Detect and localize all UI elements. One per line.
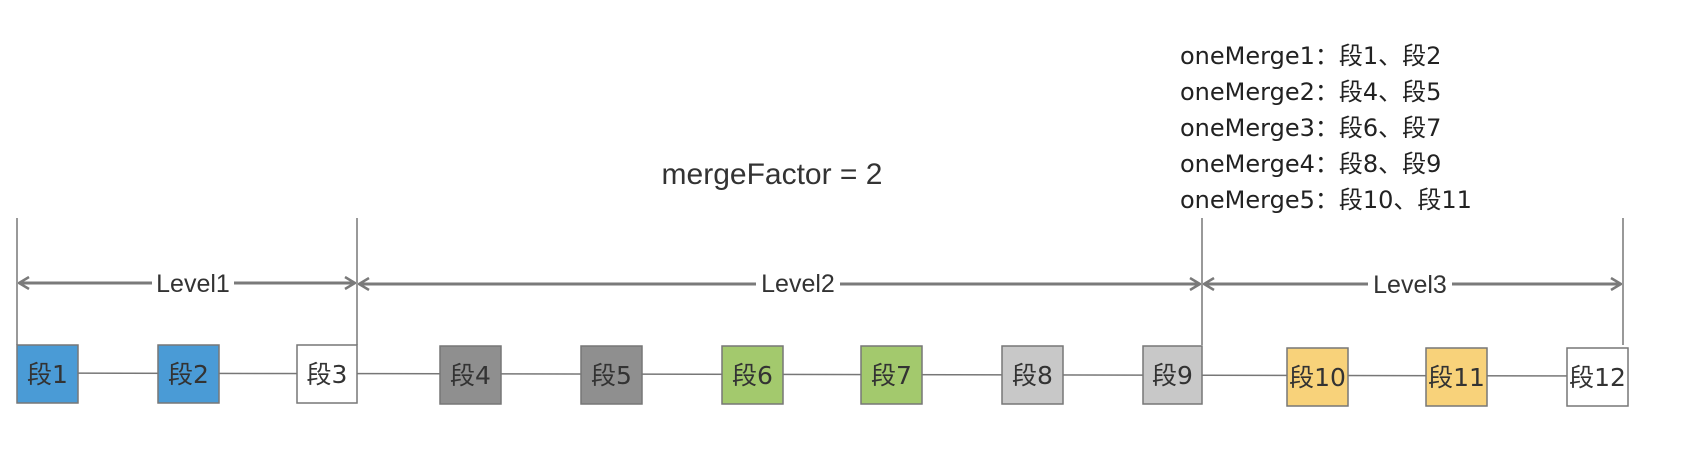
segment-1: 段1 xyxy=(16,344,79,404)
merge-item: oneMerge5：段10、段11 xyxy=(1180,186,1472,214)
segment-label: 段11 xyxy=(1428,363,1485,392)
segment-box xyxy=(580,345,643,405)
segment-box xyxy=(1425,347,1488,407)
segment-5: 段5 xyxy=(580,345,643,405)
segment-label: 段3 xyxy=(307,360,348,389)
segment-connector xyxy=(16,372,1624,377)
segment-box xyxy=(860,345,923,405)
diagram-title: mergeFactor = 2 xyxy=(662,158,883,191)
segment-box xyxy=(1001,345,1064,405)
segment-label: 段10 xyxy=(1289,363,1346,392)
segment-label: 段8 xyxy=(1012,361,1053,390)
label-bg xyxy=(152,268,234,298)
segment-9: 段9 xyxy=(1142,345,1203,405)
level3-label: Level3 xyxy=(1373,271,1447,299)
segment-label: 段5 xyxy=(591,361,632,390)
segment-4: 段4 xyxy=(439,345,502,405)
segment-7: 段7 xyxy=(860,345,923,405)
level1-label: Level1 xyxy=(156,270,230,298)
segment-12: 段12 xyxy=(1566,347,1629,407)
segment-11: 段11 xyxy=(1425,347,1488,407)
segment-label: 段2 xyxy=(168,360,209,389)
level-labels: Level1 Level2 Level3 xyxy=(152,268,1452,299)
level-boundaries xyxy=(16,218,1624,345)
segment-box xyxy=(439,345,502,405)
merge-item: oneMerge1：段1、段2 xyxy=(1180,42,1441,70)
segment-box xyxy=(1286,347,1349,407)
segment-box xyxy=(296,344,358,404)
merge-item: oneMerge3：段6、段7 xyxy=(1180,114,1441,142)
segment-box xyxy=(1566,347,1629,407)
segment-box xyxy=(157,344,220,404)
segment-10: 段10 xyxy=(1286,347,1349,407)
segment-label: 段6 xyxy=(732,361,773,390)
segment-8: 段8 xyxy=(1001,345,1064,405)
merge-item: oneMerge4：段8、段9 xyxy=(1180,150,1441,178)
segment-2: 段2 xyxy=(157,344,220,404)
segment-3: 段3 xyxy=(296,344,358,404)
segment-box xyxy=(1142,345,1203,405)
segment-label: 段1 xyxy=(27,360,68,389)
merge-list: oneMerge1：段1、段2 oneMerge2：段4、段5 oneMerge… xyxy=(1180,42,1472,214)
segment-box xyxy=(721,345,784,405)
segment-label: 段4 xyxy=(450,361,491,390)
segment-label: 段9 xyxy=(1152,361,1193,390)
segment-label: 段12 xyxy=(1569,363,1626,392)
merge-item: oneMerge2：段4、段5 xyxy=(1180,78,1441,106)
segment-6: 段6 xyxy=(721,345,784,405)
segment-label: 段7 xyxy=(871,361,912,390)
segments: 段1 段2 段3 段4 段5 段6 段7 段8 xyxy=(16,344,1629,407)
segment-box xyxy=(16,344,79,404)
label-bg xyxy=(756,268,840,298)
label-bg xyxy=(1368,268,1452,298)
level2-label: Level2 xyxy=(761,270,835,298)
